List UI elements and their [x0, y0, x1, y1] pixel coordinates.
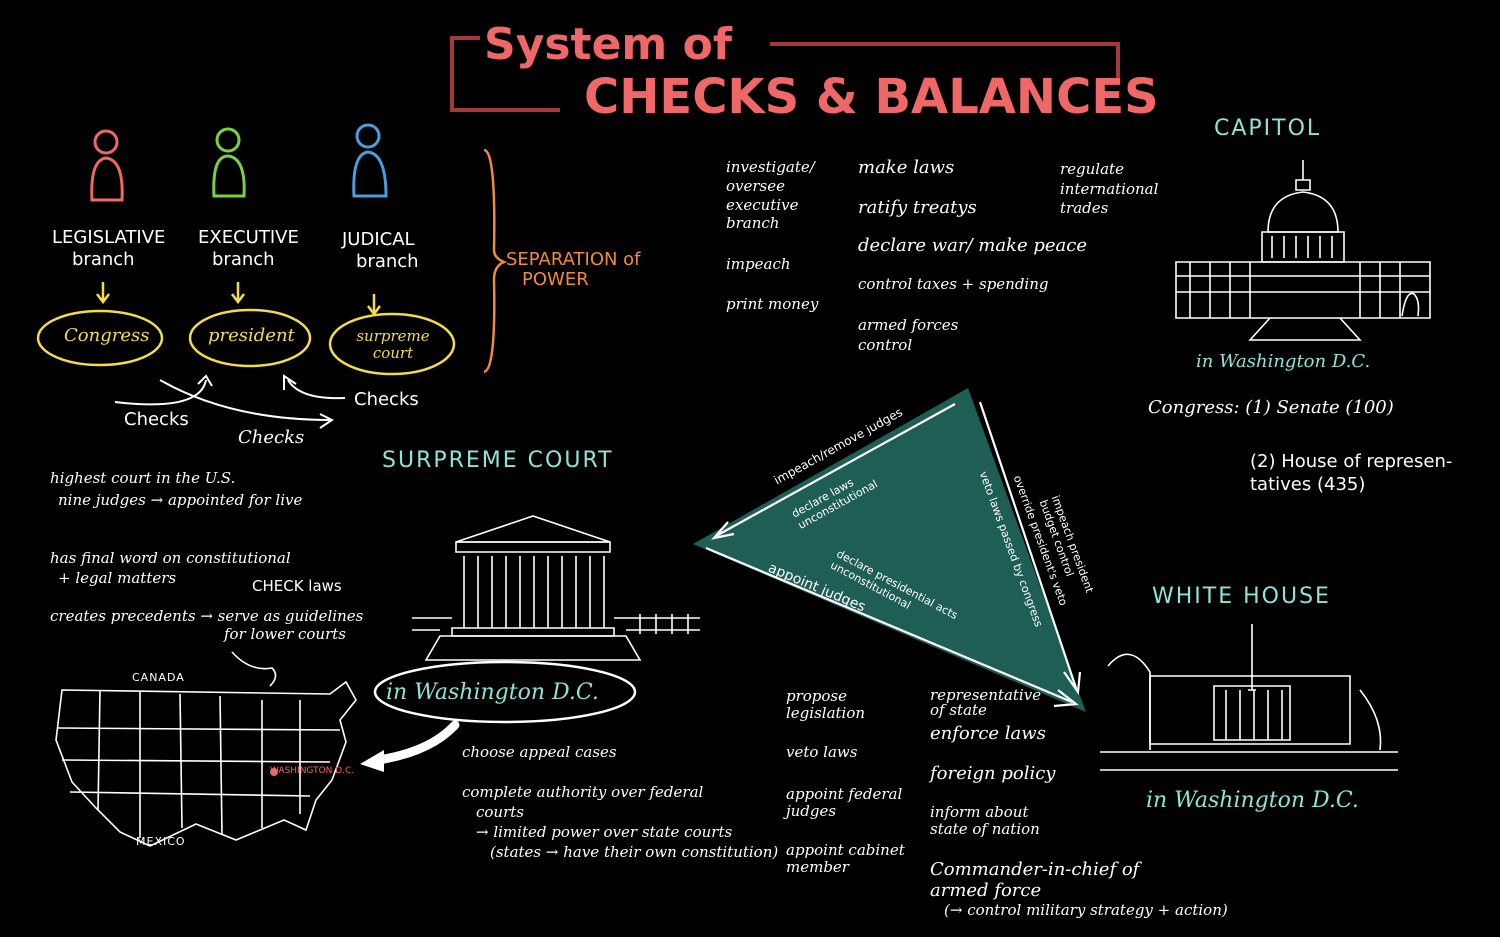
leg-power-trade: regulate international trades	[1060, 160, 1159, 217]
executive-person-icon	[212, 127, 246, 198]
exec-power-appoint-cabinet: appoint cabinet member	[786, 841, 905, 877]
checks-triangle	[693, 388, 1086, 712]
court-power-5: (states → have their own constitution)	[490, 843, 779, 861]
map-dc-label: WASHINGTON D.C.	[270, 766, 355, 776]
checks-label-2: Checks	[124, 409, 189, 430]
map-mexico-label: MEXICO	[136, 835, 186, 848]
exec-power-appoint-judges: appoint federal judges	[786, 785, 903, 821]
court-point-2: nine judges → appointed for live	[58, 491, 303, 509]
title-line-2: CHECKS & BALANCES	[584, 69, 1159, 125]
court-point-4: + legal matters	[58, 569, 177, 587]
legislative-sub: branch	[72, 249, 135, 270]
supreme-court-drawing	[412, 515, 700, 661]
court-heading: SURPREME COURT	[382, 448, 614, 473]
exec-power-military: (→ control military strategy + action)	[944, 901, 1228, 919]
leg-power-war: declare war/ make peace	[858, 235, 1087, 256]
leg-power-print-money: print money	[726, 295, 819, 313]
us-map	[55, 651, 357, 847]
leg-power-impeach: impeach	[726, 255, 791, 273]
separation-brace	[483, 148, 508, 374]
president-label: president	[208, 325, 295, 346]
exec-power-representative: representative of state	[930, 686, 1042, 719]
executive-sub: branch	[212, 249, 275, 270]
court-to-map-arrow	[373, 720, 460, 765]
capitol-heading: CAPITOL	[1214, 116, 1322, 141]
court-power-4: → limited power over state courts	[476, 823, 733, 841]
leg-power-investigate: investigate/ oversee executive branch	[726, 158, 815, 233]
judicial-sub: branch	[356, 251, 419, 272]
white-house-location: in Washington D.C.	[1146, 788, 1359, 813]
court-power-2: complete authority over federal	[462, 783, 704, 801]
legislative-name: LEGISLATIVE	[52, 227, 166, 248]
exec-power-commander: Commander-in-chief of armed force	[930, 859, 1140, 901]
court-point-7: for lower courts	[224, 625, 346, 643]
court-point-3: has final word on constitutional	[50, 549, 291, 567]
court-point-6: creates precedents → serve as guidelines	[50, 607, 364, 625]
court-label: surpreme court	[356, 327, 430, 363]
white-house-drawing	[1100, 624, 1398, 771]
exec-power-propose: propose legislation	[786, 687, 866, 723]
dc-marker	[270, 768, 278, 776]
court-power-3: courts	[476, 803, 524, 821]
court-location-ellipse	[373, 660, 637, 724]
triangle-arrows	[705, 401, 1082, 708]
exec-power-veto: veto laws	[786, 743, 858, 761]
exec-power-inform: inform about state of nation	[930, 803, 1040, 839]
leg-power-make-laws: make laws	[858, 157, 955, 178]
court-location: in Washington D.C.	[386, 680, 599, 705]
white-house-heading: WHITE HOUSE	[1152, 584, 1331, 609]
title-line-1: System of	[484, 19, 732, 70]
court-point-1: highest court in the U.S.	[50, 469, 236, 487]
court-point-5: CHECK laws	[252, 577, 342, 595]
congress-label: Congress	[64, 325, 150, 346]
judicial-name: JUDICAL	[342, 229, 415, 250]
separation-line-2: POWER	[522, 269, 589, 290]
capitol-congress: Congress: (1) Senate (100)	[1148, 397, 1394, 418]
capitol-location: in Washington D.C.	[1196, 351, 1371, 372]
leg-power-ratify: ratify treatys	[858, 197, 977, 218]
branch-down-arrows	[96, 282, 381, 317]
leg-power-armed-forces: armed forces control	[858, 316, 959, 354]
checks-arrows	[114, 374, 346, 429]
checks-label-1: Checks	[354, 389, 419, 410]
executive-name: EXECUTIVE	[198, 227, 299, 248]
separation-line-1: SEPARATION of	[506, 249, 641, 270]
capitol-house: (2) House of represen- tatives (435)	[1250, 451, 1453, 496]
legislative-person-icon	[90, 129, 124, 202]
title-frame	[450, 36, 1120, 112]
judicial-person-icon	[352, 123, 388, 198]
exec-power-enforce: enforce laws	[930, 723, 1046, 744]
court-power-1: choose appeal cases	[462, 743, 617, 761]
map-canada-label: CANADA	[132, 671, 185, 684]
leg-power-taxes: control taxes + spending	[858, 275, 1049, 293]
exec-power-foreign: foreign policy	[930, 763, 1056, 784]
congress-ellipse	[36, 309, 164, 367]
court-ellipse	[328, 312, 456, 376]
checks-label-3: Checks	[238, 427, 305, 448]
capitol-drawing	[1175, 160, 1431, 341]
president-ellipse	[188, 308, 312, 368]
